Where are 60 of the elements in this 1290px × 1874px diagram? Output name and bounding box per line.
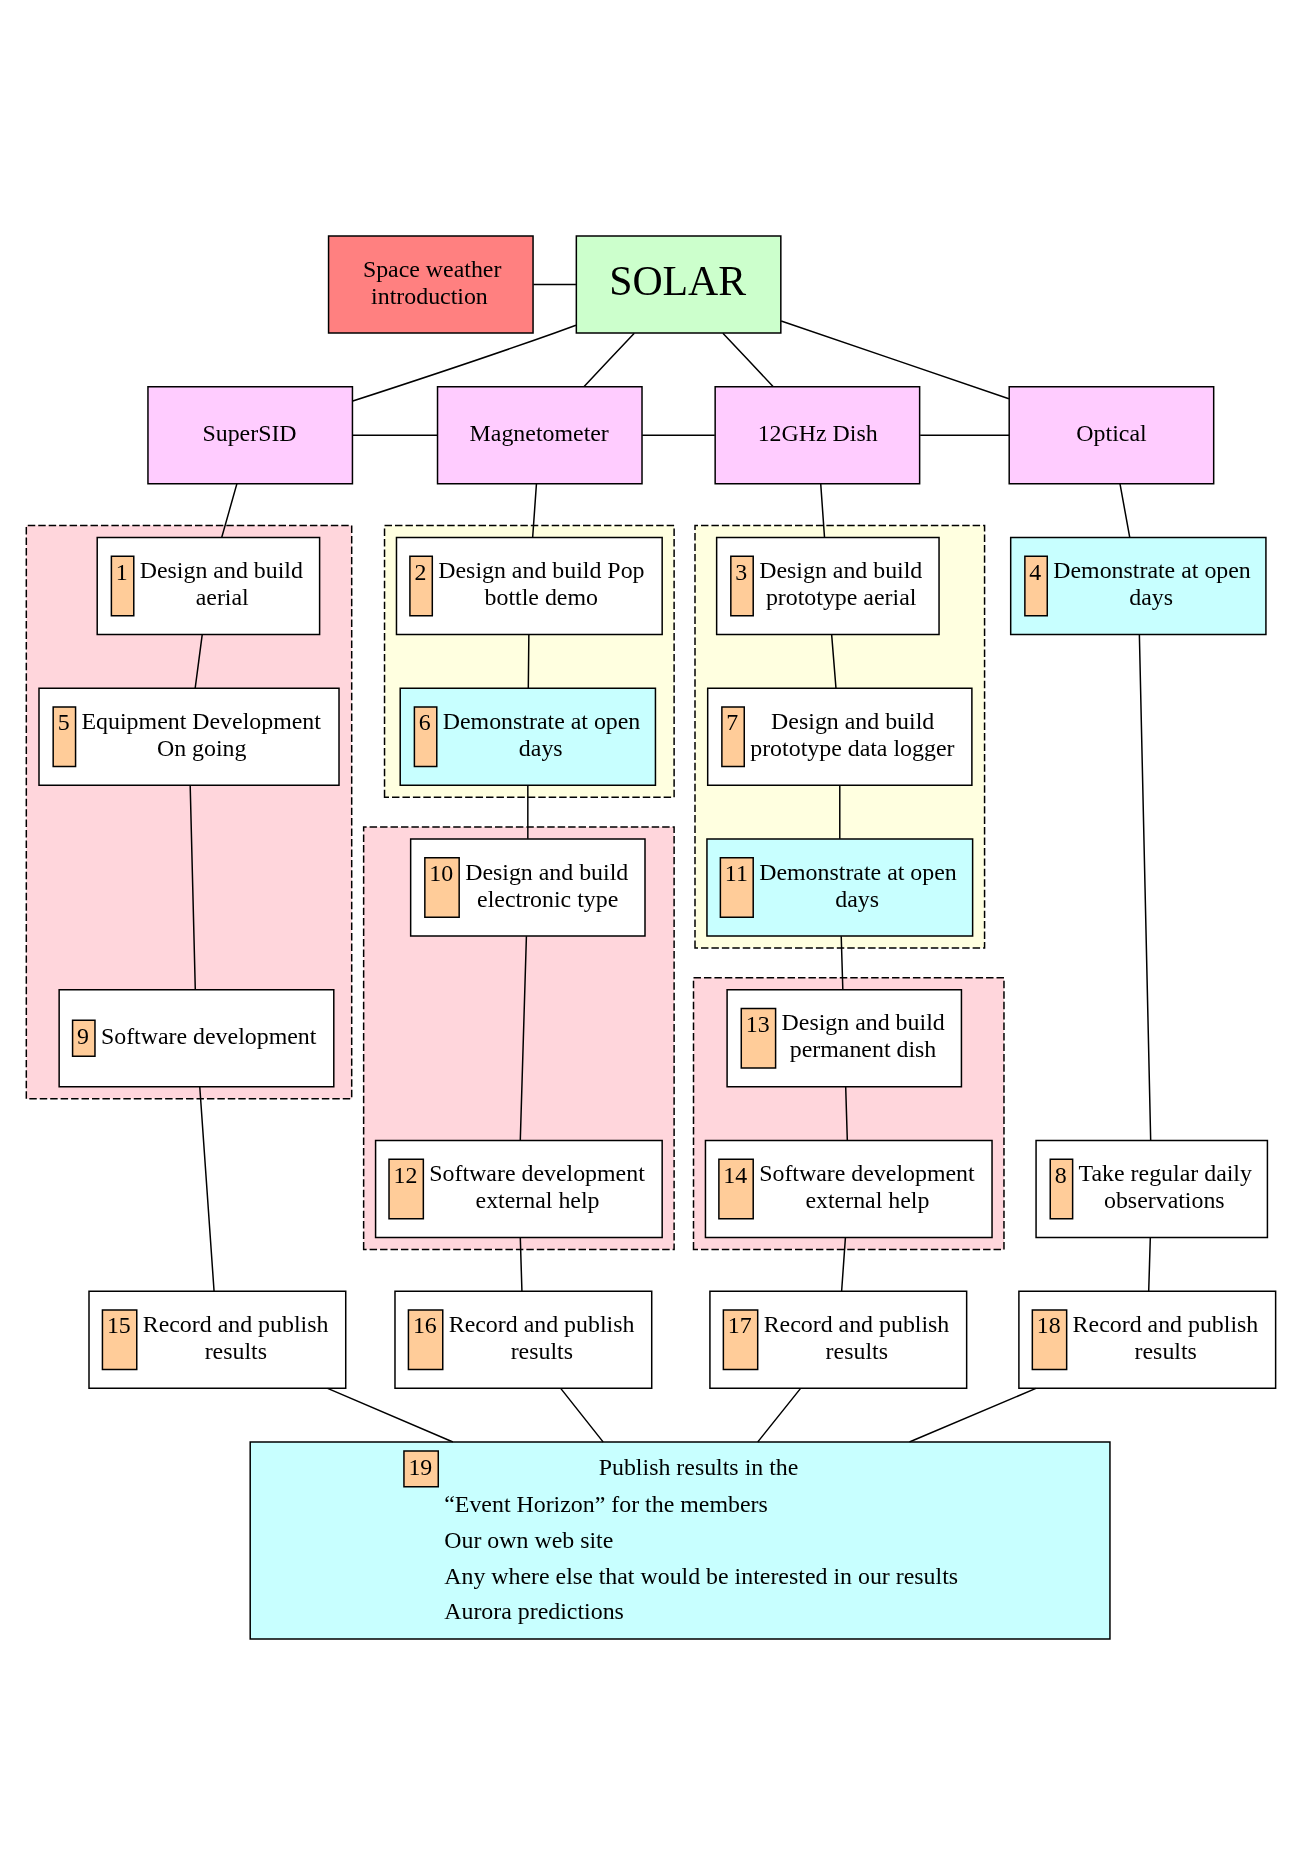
node-box: 19 Publish results in the “Event Horizon” for the members Our own web site Any where else that would be interested in our results Aurora predictions <box>249 1440 1111 1640</box>
connector <box>199 1085 215 1292</box>
node-box: 13 Design and build permanent dish <box>726 988 963 1087</box>
node-box: 9 Software development <box>58 988 335 1087</box>
node-box: 12GHz Dish <box>714 385 921 484</box>
connector <box>560 1387 604 1443</box>
connector <box>1119 482 1131 538</box>
connector <box>189 784 197 990</box>
connector <box>194 633 203 689</box>
node-box: SOLAR <box>575 234 782 334</box>
cluster <box>25 524 353 1099</box>
node-box: 5 Equipment Development On going <box>38 687 340 786</box>
node-box: SuperSID <box>147 385 354 484</box>
connector <box>780 319 1010 399</box>
connector <box>820 482 826 538</box>
node-box: 4 Demonstrate at open days <box>1009 536 1267 635</box>
node-box: 1 Design and build aerial <box>96 536 321 635</box>
node-box: Optical <box>1008 385 1215 484</box>
connector <box>221 482 238 538</box>
cluster <box>362 825 675 1250</box>
connector <box>527 784 529 840</box>
cluster <box>692 976 1005 1250</box>
connector <box>919 434 1010 436</box>
connector <box>351 434 439 436</box>
node-box: 8 Take regular daily observations <box>1035 1139 1269 1238</box>
connector <box>840 1236 847 1292</box>
node-box: 18 Record and publish results <box>1018 1290 1277 1389</box>
connector <box>757 1387 802 1443</box>
node-box: 7 Design and build prototype data logger <box>706 687 973 786</box>
connector <box>830 633 837 689</box>
node-box: 12 Software development external help <box>374 1139 663 1238</box>
node-box: 16 Record and publish results <box>394 1290 653 1389</box>
connector <box>1147 1236 1152 1292</box>
node-box: Magnetometer <box>436 385 643 484</box>
node-box: 17 Record and publish results <box>709 1290 968 1389</box>
connector <box>722 331 774 387</box>
cluster <box>383 524 675 798</box>
connector <box>531 482 538 538</box>
node-box: 6 Demonstrate at open days <box>399 687 657 786</box>
connector <box>908 1387 1037 1443</box>
node-box: 15 Record and publish results <box>88 1290 347 1389</box>
connector <box>839 784 841 840</box>
connector <box>519 1236 523 1292</box>
connector <box>1138 633 1152 1141</box>
node-box: 2 Design and build Pop bottle demo <box>395 536 663 635</box>
connector <box>352 324 577 402</box>
node-box: 3 Design and build prototype aerial <box>715 536 940 635</box>
node-box: 11 Demonstrate at open days <box>706 837 974 937</box>
connector <box>527 633 530 689</box>
connector <box>844 1085 849 1141</box>
connector <box>840 934 844 990</box>
node-box: Space weather introduction <box>327 234 534 334</box>
connector <box>532 283 577 285</box>
connector <box>641 434 716 436</box>
node-box: 10 Design and build electronic type <box>409 837 646 937</box>
connector <box>583 331 636 387</box>
connector <box>519 935 528 1141</box>
node-box: 14 Software development external help <box>704 1139 993 1238</box>
cluster <box>694 524 986 949</box>
connector <box>326 1387 454 1443</box>
